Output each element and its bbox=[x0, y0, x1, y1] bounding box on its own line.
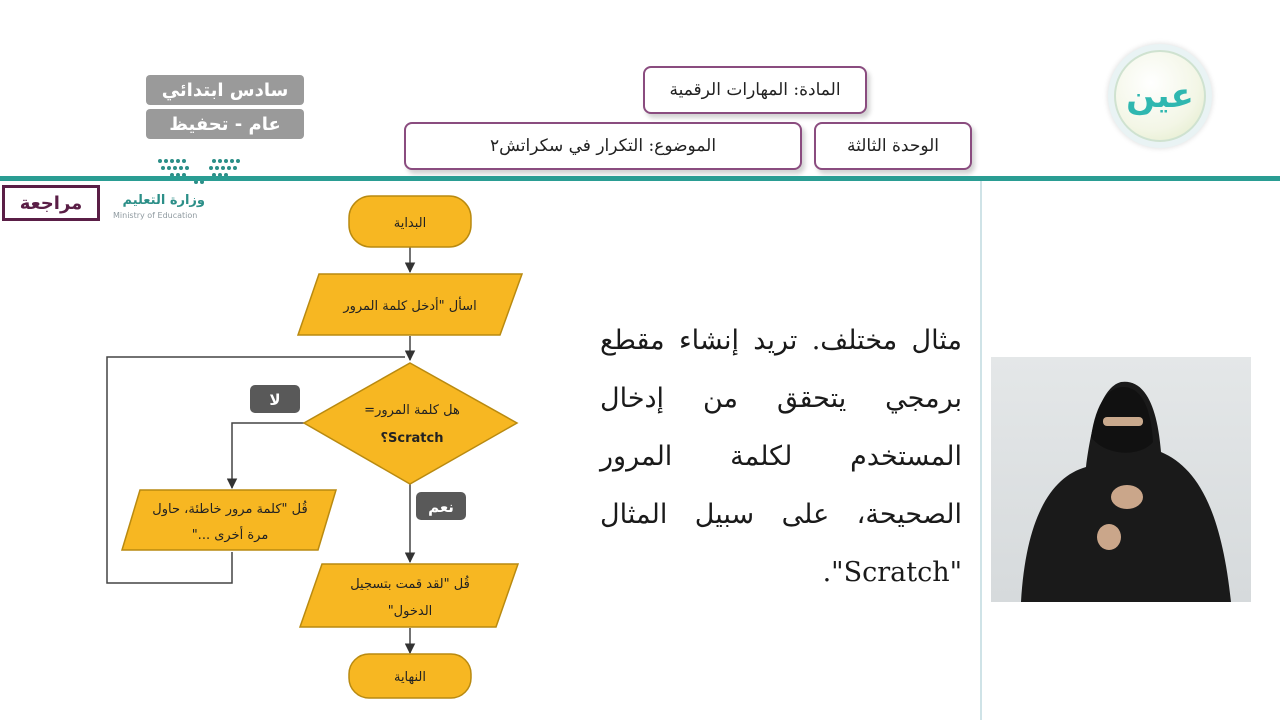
interpreter-video bbox=[991, 357, 1251, 602]
ministry-name-en: Ministry of Education bbox=[113, 211, 198, 220]
flowchart: البداية اسأل "أدخل كلمة المرور هل كلمة ا… bbox=[106, 195, 524, 699]
header-divider-line bbox=[0, 176, 1280, 181]
subject-box: المادة: المهارات الرقمية bbox=[643, 66, 867, 114]
arrow-decision-wrong bbox=[226, 422, 304, 490]
flow-start-text: البداية bbox=[394, 216, 427, 231]
channel-logo: عين bbox=[1108, 44, 1212, 148]
track-badge: عام - تحفيظ bbox=[146, 109, 304, 139]
topic-box: الموضوع: التكرار في سكراتش٢ bbox=[404, 122, 802, 170]
flow-input-text: اسأل "أدخل كلمة المرور bbox=[342, 296, 476, 314]
flow-no-text: لا bbox=[269, 391, 280, 409]
flow-success-text-2: الدخول" bbox=[388, 604, 433, 619]
review-tag-text: مراجعة bbox=[19, 192, 83, 214]
unit-box: الوحدة الثالثة bbox=[814, 122, 972, 170]
unit-label: الوحدة الثالثة bbox=[846, 136, 940, 156]
subject-label: المادة: المهارات الرقمية bbox=[669, 80, 841, 100]
channel-logo-icon: عين bbox=[1114, 50, 1206, 142]
review-tag: مراجعة bbox=[2, 185, 100, 221]
flow-end-node bbox=[348, 653, 472, 699]
lesson-text: مثال مختلف. تريد إنشاء مقطع برمجي يتحقق … bbox=[600, 325, 962, 588]
vertical-divider bbox=[980, 181, 982, 720]
flow-wrong-text-2: مرة أخرى ..." bbox=[192, 526, 269, 543]
flow-wrong-text-1: قُل "كلمة مرور خاطئة، حاول bbox=[152, 500, 307, 517]
flow-start-node bbox=[348, 195, 472, 248]
flow-success-node bbox=[298, 563, 520, 628]
flow-input-node bbox=[296, 273, 524, 336]
flow-end-text: النهاية bbox=[394, 670, 426, 685]
channel-logo-text: عين bbox=[1126, 76, 1194, 116]
arrow-loop-back bbox=[106, 356, 405, 584]
flow-decision-node bbox=[302, 362, 519, 485]
flow-yes-badge bbox=[416, 492, 466, 520]
flow-no-badge bbox=[250, 385, 300, 413]
flow-decision-text-1: هل كلمة المرور= bbox=[364, 403, 460, 418]
ministry-name-ar: وزارة التعليم bbox=[122, 193, 206, 208]
grade-badge: سادس ابتدائي bbox=[146, 75, 304, 105]
interpreter-figure-icon bbox=[1021, 381, 1231, 602]
flow-success-text-1: قُل "لقد قمت بتسجيل bbox=[350, 575, 470, 592]
flow-yes-text: نعم bbox=[428, 498, 454, 516]
track-text: عام - تحفيظ bbox=[169, 113, 281, 135]
flow-decision-text-2: Scratch؟ bbox=[381, 431, 444, 446]
grade-text: سادس ابتدائي bbox=[161, 79, 289, 101]
flow-wrong-node bbox=[120, 489, 338, 551]
topic-label: الموضوع: التكرار في سكراتش٢ bbox=[489, 136, 717, 156]
